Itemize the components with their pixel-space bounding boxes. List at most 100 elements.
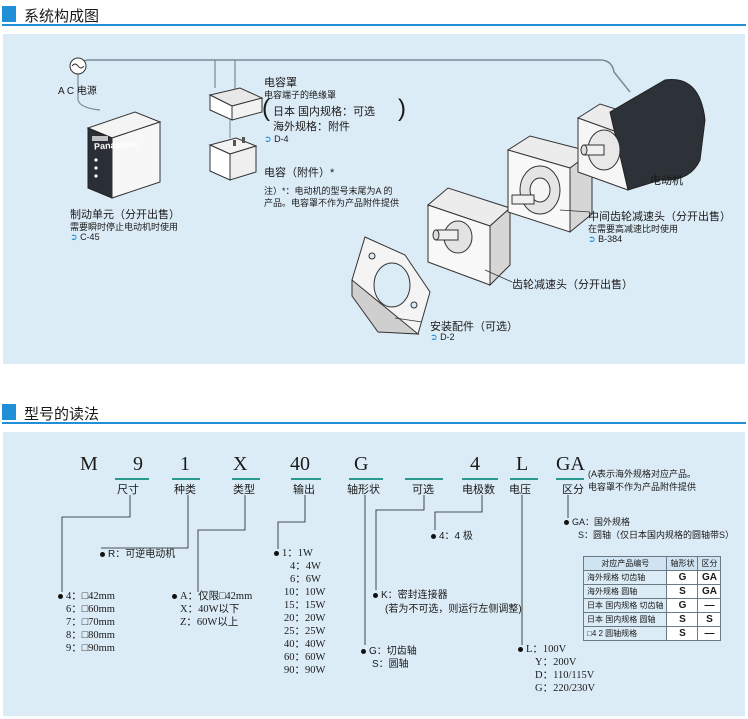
code-char: GA bbox=[556, 453, 585, 475]
code-char: X bbox=[233, 453, 248, 475]
brake-unit-note: 需要瞬时停止电动机时使用 bbox=[70, 222, 179, 232]
code-label: 电极数 bbox=[462, 484, 495, 496]
ac-source-icon bbox=[69, 57, 87, 75]
option-sealed-connector: K：密封连接器 bbox=[373, 586, 448, 601]
code-char: 40 bbox=[290, 453, 310, 475]
table-cell: 日本 国内规格 圆轴 bbox=[582, 612, 668, 627]
voltage-item: G：220/230V bbox=[535, 683, 596, 694]
table-row: 海外规格 切齿轴 G GA bbox=[582, 570, 722, 585]
code-underline bbox=[405, 478, 443, 480]
mid-gear-title: 中间齿轮减速头（分开出售） bbox=[588, 211, 731, 223]
code-char: 1 bbox=[180, 453, 190, 475]
code-char: 4 bbox=[470, 453, 480, 475]
table-cell: GA bbox=[697, 570, 722, 585]
code-underline bbox=[232, 478, 260, 480]
pole-item: 4：4 极 bbox=[431, 527, 473, 542]
code-underline bbox=[510, 478, 538, 480]
capacitor-cap-subtitle: 电容端子的绝缘罩 bbox=[264, 90, 337, 100]
brake-unit-icon bbox=[86, 111, 162, 199]
code-label: 类型 bbox=[233, 484, 255, 496]
voltage-item: Y：200V bbox=[535, 657, 577, 668]
output-item: 6：6W bbox=[290, 574, 321, 585]
bracket-right: ) bbox=[398, 95, 406, 122]
capacitor-cap-line1: 日本 国内规格：可选 bbox=[273, 106, 376, 118]
table-cell: GA bbox=[697, 584, 722, 599]
ga-note1: (A表示海外规格对应产品。 bbox=[588, 469, 697, 479]
motor-icon bbox=[576, 79, 706, 191]
bracket-left: ( bbox=[262, 95, 270, 122]
code-label: 电压 bbox=[509, 484, 531, 496]
table-cell: □4 2 圆轴规格 bbox=[582, 626, 668, 641]
size-item: 7：□70mm bbox=[66, 617, 115, 628]
capacitor-note1: 注）*：电动机的型号末尾为A 的 bbox=[264, 186, 393, 196]
table-cell: 日本 国内规格 切齿轴 bbox=[582, 598, 668, 613]
output-item: 40：40W bbox=[284, 639, 326, 650]
table-row: 海外规格 圆轴 S GA bbox=[582, 584, 722, 599]
mid-gear-note: 在需要高减速比时使用 bbox=[588, 224, 679, 234]
section-title-model: 型号的读法 bbox=[24, 406, 100, 423]
output-item: 25：25W bbox=[284, 626, 326, 637]
capacitor-icon bbox=[208, 137, 258, 181]
table-header: 轴形状 bbox=[666, 556, 699, 571]
motor-label: 电动机 bbox=[650, 175, 683, 187]
output-item: 4：4W bbox=[290, 561, 321, 572]
table-cell: S bbox=[666, 626, 699, 641]
division-table: 对应产品编号 轴形状 区分 海外规格 切齿轴 G GA 海外规格 圆轴 S GA… bbox=[582, 556, 722, 641]
code-label: 轴形状 bbox=[347, 484, 380, 496]
section-header-system: 系统构成图 bbox=[2, 4, 746, 26]
arrow-right-icon: ➲ bbox=[430, 332, 438, 342]
division-item: S：圆轴（仅日本国内规格的圆轴带S） bbox=[578, 530, 735, 540]
table-cell: S bbox=[666, 612, 699, 627]
table-row: 日本 国内规格 圆轴 S S bbox=[582, 612, 722, 627]
size-item: 8：□80mm bbox=[66, 630, 115, 641]
shaft-item: S：圆轴 bbox=[372, 659, 409, 670]
output-item: 60：60W bbox=[284, 652, 326, 663]
table-header: 区分 bbox=[697, 556, 722, 571]
code-char: G bbox=[354, 453, 369, 475]
size-item: 4：□42mm bbox=[58, 588, 115, 603]
ga-note2: 电容罩不作为产品附件提供 bbox=[588, 482, 697, 492]
output-item: 20：20W bbox=[284, 613, 326, 624]
output-item: 10：10W bbox=[284, 587, 326, 598]
code-label: 可选 bbox=[412, 484, 434, 496]
code-underline bbox=[349, 478, 383, 480]
table-cell: 海外规格 切齿轴 bbox=[582, 570, 668, 585]
table-cell: S bbox=[697, 612, 722, 627]
code-char: M bbox=[80, 453, 98, 475]
code-underline bbox=[462, 478, 498, 480]
code-underline bbox=[556, 478, 584, 480]
code-char: L bbox=[516, 453, 529, 475]
table-cell: — bbox=[697, 598, 722, 613]
voltage-item: D：110/115V bbox=[535, 670, 595, 681]
table-cell: G bbox=[666, 598, 699, 613]
arrow-right-icon: ➲ bbox=[264, 134, 272, 144]
brake-unit-ref[interactable]: ➲ C-45 bbox=[70, 232, 100, 242]
code-label: 种类 bbox=[174, 484, 196, 496]
brake-unit-title: 制动单元（分开出售） bbox=[70, 209, 180, 221]
bracket-title: 安装配件（可选） bbox=[430, 321, 518, 333]
arrow-right-icon: ➲ bbox=[70, 232, 78, 242]
mid-gear-ref[interactable]: ➲ B-384 bbox=[588, 234, 623, 244]
size-item: 9：□90mm bbox=[66, 643, 115, 654]
capacitor-cap-line2: 海外规格：附件 bbox=[273, 121, 350, 133]
division-item: GA：国外规格 bbox=[564, 515, 630, 528]
type-reversible: R：可逆电动机 bbox=[100, 545, 175, 560]
table-cell: — bbox=[697, 626, 722, 641]
type-item: A：仅限□42mm bbox=[172, 588, 252, 603]
output-item: 15：15W bbox=[284, 600, 326, 611]
code-underline bbox=[115, 478, 149, 480]
shaft-item: G：切齿轴 bbox=[361, 642, 417, 657]
type-item: Z：60W以上 bbox=[180, 617, 239, 628]
table-cell: S bbox=[666, 584, 699, 599]
table-header: 对应产品编号 bbox=[582, 556, 668, 571]
capacitor-cap-ref[interactable]: ➲ D-4 bbox=[264, 134, 289, 144]
table-header-row: 对应产品编号 轴形状 区分 bbox=[582, 556, 722, 571]
mounting-bracket-icon bbox=[351, 236, 431, 335]
ac-source-label: A C 电源 bbox=[58, 86, 97, 97]
bracket-ref[interactable]: ➲ D-2 bbox=[430, 332, 455, 342]
section-title-system: 系统构成图 bbox=[24, 8, 100, 25]
gear-head-title: 齿轮减速头（分开出售） bbox=[512, 279, 633, 291]
table-row: □4 2 圆轴规格 S — bbox=[582, 626, 722, 641]
